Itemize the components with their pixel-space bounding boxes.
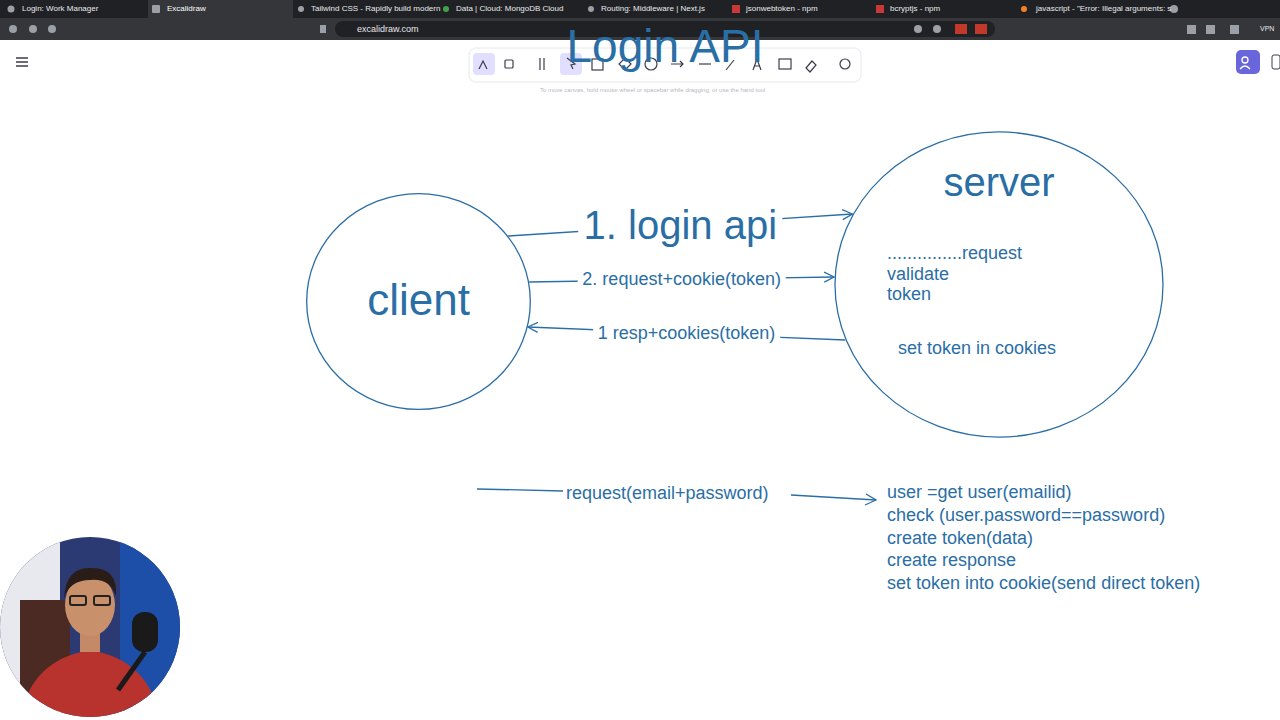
- step-line: check (user.password==password): [887, 505, 1165, 526]
- diagram-title: Login API: [0, 20, 1280, 73]
- node-body: set token in cookies: [898, 338, 1056, 359]
- edge-label: 1. login api: [579, 203, 782, 247]
- share-button: [1236, 50, 1260, 74]
- request-label: request(email+password): [566, 483, 769, 504]
- share-icon: [1240, 57, 1250, 69]
- browser-tab-title: Excalidraw: [167, 4, 206, 13]
- vpn-badge: VPN: [1260, 25, 1274, 33]
- node-title: client: [306, 275, 531, 326]
- circle-outline-path: [307, 194, 531, 410]
- browser-tab-title: Routing: Middleware | Next.js: [601, 4, 705, 13]
- circle-outline-path: [835, 132, 1163, 437]
- edge-label: 1 resp+cookies(token): [593, 324, 781, 344]
- step-line: create token(data): [887, 528, 1033, 549]
- browser-tab-title: bcryptjs - npm: [890, 4, 940, 13]
- canvas-hint: To move canvas, hold mouse wheel or spac…: [540, 87, 765, 94]
- browser-tab-title: jsonwebtoken - npm: [746, 4, 818, 13]
- menu-icon: [16, 58, 28, 66]
- active-tab: [148, 0, 293, 18]
- webcam-overlay: [0, 537, 180, 720]
- browser-tab-title: Tailwind CSS - Rapidly build modern: [311, 4, 440, 13]
- edge-label: 2. request+cookie(token): [577, 270, 786, 290]
- url-text: excalidraw.com: [357, 24, 419, 34]
- library-button: [1272, 55, 1280, 69]
- tab-bar: [0, 0, 1280, 18]
- node-body: ...............request validate token: [887, 243, 1067, 305]
- browser-tab-title: Login: Work Manager: [22, 4, 98, 13]
- step-line: set token into cookie(send direct token): [887, 573, 1200, 594]
- browser-tab-title: Data | Cloud: MongoDB Cloud: [456, 4, 563, 13]
- client-circle: client: [306, 193, 531, 410]
- step-line: user =get user(emailid): [887, 482, 1072, 503]
- step-line: create response: [887, 550, 1016, 571]
- node-title: server: [834, 159, 1164, 205]
- server-circle: server ...............request validate to…: [834, 131, 1164, 438]
- browser-tab-title: javascript - "Error: Illegal arguments: …: [1036, 4, 1171, 13]
